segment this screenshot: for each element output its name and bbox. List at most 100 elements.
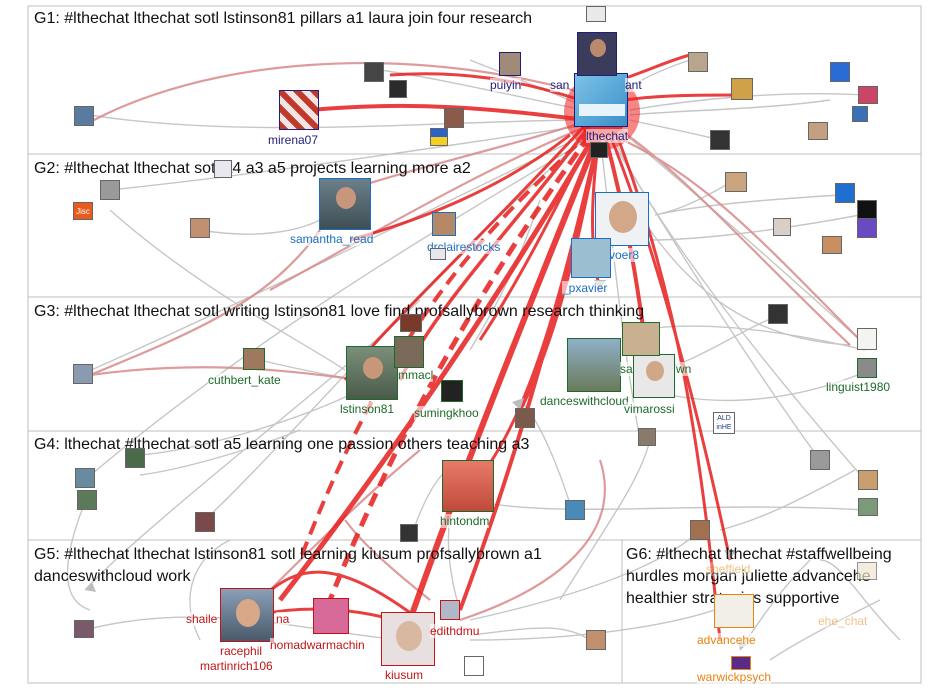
label-advancehe: advancehe: [697, 633, 756, 647]
node-g1-g[interactable]: [731, 78, 753, 100]
node-g5-b[interactable]: [464, 656, 484, 676]
label-samantha-read: samantha_read: [290, 232, 374, 246]
node-g4-d[interactable]: [195, 512, 215, 532]
node-g4-i[interactable]: [858, 498, 878, 516]
person-face-icon: [236, 599, 260, 627]
person-face-icon: [336, 187, 356, 209]
node-g1-a[interactable]: [364, 62, 384, 82]
node-mirena07-avatar[interactable]: [279, 90, 319, 130]
node-g1-i[interactable]: [808, 122, 828, 140]
node-tavoer8-avatar[interactable]: [595, 192, 649, 246]
label-ant-partial: ant: [625, 78, 642, 92]
node-g4-b[interactable]: [75, 468, 95, 488]
node-top-user-avatar[interactable]: [577, 32, 617, 76]
node-danceswithcloud-avatar[interactable]: [567, 338, 621, 392]
node-g1-k[interactable]: [858, 86, 878, 104]
node-g4-k[interactable]: [690, 520, 710, 540]
pink-edges: [84, 62, 861, 622]
label-racephil: racephil: [220, 644, 263, 658]
node-edithdmu-avatar[interactable]: [440, 600, 460, 620]
node-g4-g[interactable]: [810, 450, 830, 470]
node-g1-h[interactable]: [710, 130, 730, 150]
person-face-icon: [590, 39, 606, 57]
node-pxavier-avatar[interactable]: [571, 238, 611, 278]
label-cuthbert-kate: cuthbert_kate: [208, 373, 281, 387]
node-g2-e[interactable]: [835, 183, 855, 203]
node-g2-c[interactable]: [214, 160, 232, 178]
node-g1-j[interactable]: [830, 62, 850, 82]
node-g3-a[interactable]: [73, 364, 93, 384]
node-g4-c[interactable]: [77, 490, 97, 510]
node-lstinson81-avatar[interactable]: [346, 346, 398, 400]
node-g2-f[interactable]: [857, 200, 877, 220]
node-g4-f[interactable]: [565, 500, 585, 520]
node-g2-g[interactable]: [857, 218, 877, 238]
node-nomadwarmachine-avatar[interactable]: [313, 598, 349, 634]
node-g6-a[interactable]: [857, 562, 877, 580]
node-g1-l[interactable]: [852, 106, 868, 122]
label-martinrich106: martinrich106: [200, 659, 273, 673]
node-g2-d[interactable]: [725, 172, 747, 192]
node-g4-a[interactable]: [125, 448, 145, 468]
node-g4-h[interactable]: [858, 470, 878, 490]
node-g1-m[interactable]: [590, 142, 608, 158]
group-title-g1: G1: #lthechat lthechat sotl lstinson81 p…: [34, 10, 533, 27]
group-title-g2: G2: #lthechat lthechat sotl a4 a3 a5 pro…: [34, 160, 471, 177]
label-lthechat: lthechat: [586, 129, 629, 143]
group-title-g5: G5: #lthechat lthechat lstinson81 sotl l…: [34, 546, 542, 585]
node-g5-a[interactable]: [74, 620, 94, 638]
node-kiusum-avatar[interactable]: [381, 612, 435, 666]
label-sumingkhoo: sumingkhoo: [414, 406, 479, 420]
node-g5-c[interactable]: [586, 630, 606, 650]
node-drclairestocks-avatar[interactable]: [432, 212, 456, 236]
node-linguist1980-avatar[interactable]: [857, 358, 877, 378]
node-lthechat-avatar[interactable]: [574, 73, 628, 127]
label-linguist1980: linguist1980: [826, 380, 891, 394]
node-g4-e[interactable]: [638, 428, 656, 446]
node-g2-j[interactable]: [430, 248, 446, 260]
label-danceswithcloud: danceswithcloud: [540, 394, 629, 408]
node-g3-e[interactable]: [400, 314, 422, 332]
node-g1-e[interactable]: [586, 6, 606, 22]
label-mmacl: mmacl: [398, 368, 434, 382]
label-na-partial: na: [276, 612, 290, 626]
node-puiyin-avatar[interactable]: [499, 52, 521, 76]
node-racephil-avatar[interactable]: [220, 588, 274, 642]
label-sant-partial: san: [550, 78, 570, 92]
node-advancehe-avatar[interactable]: [714, 594, 754, 628]
node-g1-f[interactable]: [688, 52, 708, 72]
node-hintondm-avatar[interactable]: [442, 460, 494, 512]
label-warwickpsych: warwickpsych: [697, 670, 772, 684]
node-ukraine-flag[interactable]: [430, 128, 448, 146]
node-vimarossi-avatar[interactable]: [633, 354, 675, 398]
label-wn-partial: wn: [676, 362, 692, 376]
node-cuthbert-kate-avatar[interactable]: [243, 348, 265, 370]
node-g1-b[interactable]: [389, 80, 407, 98]
node-warwickpsych-avatar[interactable]: [731, 656, 751, 670]
group-box-g6: [621, 539, 922, 684]
group-title-g3: G3: #lthechat lthechat sotl writing lsti…: [34, 303, 645, 320]
node-g4-j[interactable]: [400, 524, 418, 542]
node-ald-logo[interactable]: ALD inHE: [713, 412, 735, 434]
label-shaile-partial: shaile: [186, 612, 218, 626]
jisc-logo-text: Jisc: [76, 207, 90, 216]
node-g2-i[interactable]: [773, 218, 791, 236]
node-samantha-read-avatar[interactable]: [319, 178, 371, 230]
node-g1-c[interactable]: [444, 108, 464, 128]
person-face-icon: [646, 361, 664, 381]
node-g3-b[interactable]: [768, 304, 788, 324]
node-g2-h[interactable]: [822, 236, 842, 254]
node-g3-d[interactable]: [515, 408, 535, 428]
node-g3-c[interactable]: [857, 328, 877, 350]
node-sumingkhoo-avatar[interactable]: [441, 380, 463, 402]
node-jisc-logo[interactable]: Jisc: [73, 202, 93, 220]
node-g3-sa-avatar[interactable]: [622, 322, 660, 356]
node-mmacl-avatar[interactable]: [394, 336, 424, 368]
node-g1-d[interactable]: [74, 106, 94, 126]
node-g2-a[interactable]: [100, 180, 120, 200]
label-hintondm: hintondm: [440, 514, 490, 528]
label-nomadwarmachine: nomadwarmachin: [270, 638, 365, 652]
label-pxavier: _pxavier: [562, 281, 608, 295]
node-g2-b[interactable]: [190, 218, 210, 238]
